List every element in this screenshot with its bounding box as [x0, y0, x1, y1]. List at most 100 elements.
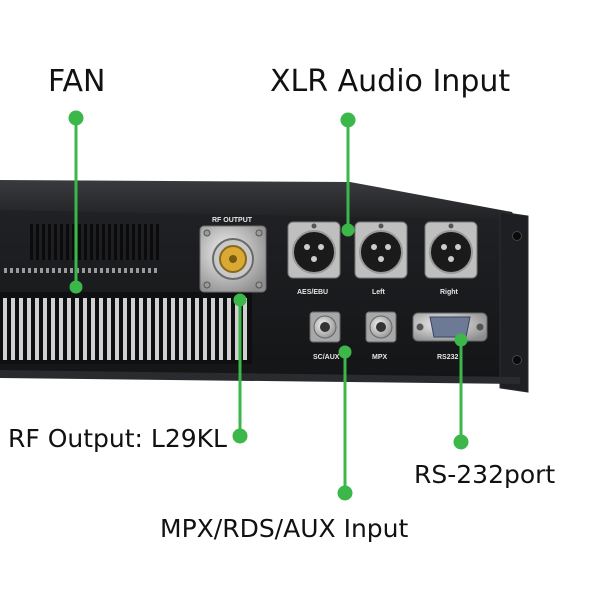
panel-label-mpx: MPX: [372, 354, 388, 361]
xlr-left-connector: [354, 221, 408, 279]
fan-slot: [96, 224, 99, 260]
callout-xlr-audio-input: XLR Audio Input: [270, 64, 511, 99]
callout-leaders: [68, 110, 469, 501]
callout-fan: FAN: [48, 64, 106, 99]
fan-tab: [118, 268, 121, 273]
vent-slot: [139, 298, 143, 360]
fan-slot: [126, 224, 129, 260]
bnc-mpx-connector: [365, 311, 397, 343]
vent-slot: [155, 298, 159, 360]
rack-ear-hole-top: [512, 231, 522, 241]
fan-tab: [64, 268, 67, 273]
panel-label-rf-output: RF OUTPUT: [212, 217, 253, 224]
fan-slot: [84, 224, 87, 260]
vent-slot: [35, 298, 39, 360]
fan-slot: [30, 224, 33, 260]
panel-label-right: Right: [440, 289, 459, 296]
vent-slot: [219, 298, 223, 360]
fan-tab: [148, 268, 151, 273]
fan-tab: [100, 268, 103, 273]
fan-tab: [106, 268, 109, 273]
fan-tab: [154, 268, 157, 273]
xlr-aes-ebu-connector: [287, 221, 341, 279]
fan-tab: [130, 268, 133, 273]
fan-tab: [10, 268, 13, 273]
fan-slot: [144, 224, 147, 260]
fan-slot: [132, 224, 135, 260]
rf-output-connector: [199, 225, 267, 293]
vent-slot: [163, 298, 167, 360]
fan-slot: [156, 224, 159, 260]
vent-slot: [243, 298, 247, 360]
callout-mpx-rds-aux-input: MPX/RDS/AUX Input: [160, 514, 409, 543]
fan-tab: [124, 268, 127, 273]
panel-label-left: Left: [372, 289, 386, 296]
vent-slot: [227, 298, 231, 360]
fan-slot: [150, 224, 153, 260]
bnc-sc-aux-connector: [309, 311, 341, 343]
vent-slot: [27, 298, 31, 360]
fan-slot: [90, 224, 93, 260]
vent-slot: [187, 298, 191, 360]
panel-label-rs232: RS232: [437, 354, 459, 361]
fan-slot: [78, 224, 81, 260]
panel-label-sc-aux: SC/AUX: [313, 354, 340, 361]
vent-slot: [115, 298, 119, 360]
vent-slot: [43, 298, 47, 360]
vent-slot: [203, 298, 207, 360]
fan-tab: [4, 268, 7, 273]
vent-slot: [91, 298, 95, 360]
vent-slots: [3, 298, 247, 360]
vent-slot: [147, 298, 151, 360]
fan-tab: [142, 268, 145, 273]
fan-slot: [72, 224, 75, 260]
panel-label-aes-ebu: AES/EBU: [297, 289, 328, 296]
fan-tab: [82, 268, 85, 273]
fan-tab: [34, 268, 37, 273]
fan-tab: [40, 268, 43, 273]
vent-slot: [83, 298, 87, 360]
fan-tab: [70, 268, 73, 273]
fan-tab: [52, 268, 55, 273]
fan-tab: [46, 268, 49, 273]
vent-slot: [235, 298, 239, 360]
fan-tab: [94, 268, 97, 273]
fan-slot: [114, 224, 117, 260]
fan-slot: [138, 224, 141, 260]
fan-tab: [28, 268, 31, 273]
fan-slot: [108, 224, 111, 260]
vent-slot: [19, 298, 23, 360]
vent-slot: [11, 298, 15, 360]
vent-slot: [211, 298, 215, 360]
fan-slot: [102, 224, 105, 260]
vent-slot: [131, 298, 135, 360]
fan-tab: [88, 268, 91, 273]
vent-slot: [195, 298, 199, 360]
fan-slot: [66, 224, 69, 260]
callout-rf-output: RF Output: L29KL: [8, 424, 227, 453]
vent-slot: [3, 298, 7, 360]
fan-slot: [60, 224, 63, 260]
vent-slot: [67, 298, 71, 360]
fan-tab: [22, 268, 25, 273]
fan-tab: [136, 268, 139, 273]
vent-slot: [51, 298, 55, 360]
fan-tab: [58, 268, 61, 273]
xlr-right-connector: [424, 221, 478, 279]
rs232-connector: [412, 312, 488, 342]
fan-slot: [48, 224, 51, 260]
fan-slot: [42, 224, 45, 260]
fan-slot: [120, 224, 123, 260]
chassis-top: [0, 180, 518, 222]
rack-ear: [499, 211, 529, 393]
callout-rs232-port: RS-232port: [414, 460, 556, 489]
vent-slot: [123, 298, 127, 360]
fan-tab: [112, 268, 115, 273]
vent-slot: [179, 298, 183, 360]
vent-slot: [99, 298, 103, 360]
vent-slot: [59, 298, 63, 360]
rack-ear-hole-bottom: [512, 355, 522, 365]
vent-slot: [107, 298, 111, 360]
